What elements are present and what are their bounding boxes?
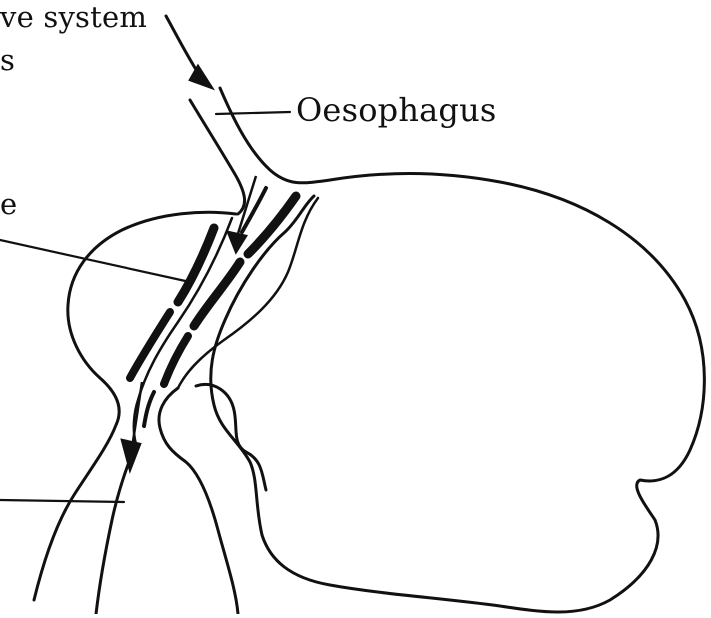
label-cropped-mid: e [0,190,17,219]
arrow-line-top [166,16,200,76]
intestine-outline [159,388,238,614]
mucosa-stroke-7 [144,392,154,426]
label-digestive-system: ve system [0,3,147,32]
stomach-outline [211,88,705,612]
flow-arrow-1-head [228,232,246,252]
label-cropped-line-2: s [0,46,15,75]
oesophagus-left-wall [190,100,245,214]
label-oesophagus: Oesophagus [296,94,497,126]
mucosa-stroke-1 [178,228,214,302]
leader-line-oesophagus [216,112,290,114]
inner-wall-right [178,198,318,388]
leader-line-bottom [0,500,124,502]
flow-arrow-2-head [122,440,140,470]
flow-arrow-1 [236,176,256,240]
mucosa-stroke-4 [194,262,240,326]
arrow-head-top [190,66,212,88]
leader-line-mid [0,240,190,282]
